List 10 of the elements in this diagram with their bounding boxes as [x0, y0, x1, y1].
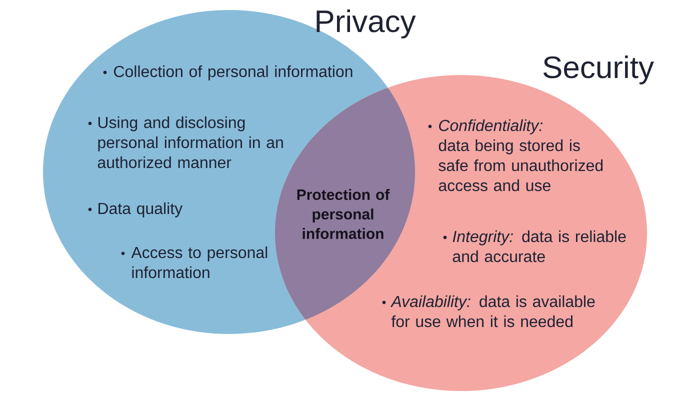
list-item: Access to personal information	[131, 246, 268, 278]
list-item: Integrity: data is reliable and accurate	[452, 230, 626, 262]
list-item: Using and disclosing personal information in an authorized manner	[98, 116, 283, 168]
list-item: Availability: data is available for use when it is needed	[390, 295, 595, 328]
list-item: Confidentiality: data being stored is safe from unauthorized access and use	[438, 119, 603, 192]
overlap-label: Protection of personal information	[297, 189, 390, 239]
list-item: Data quality	[98, 202, 183, 218]
circle-heading: Security	[543, 56, 654, 84]
circle-heading: Privacy	[316, 10, 416, 38]
list-item: Collection of personal information	[114, 65, 352, 80]
